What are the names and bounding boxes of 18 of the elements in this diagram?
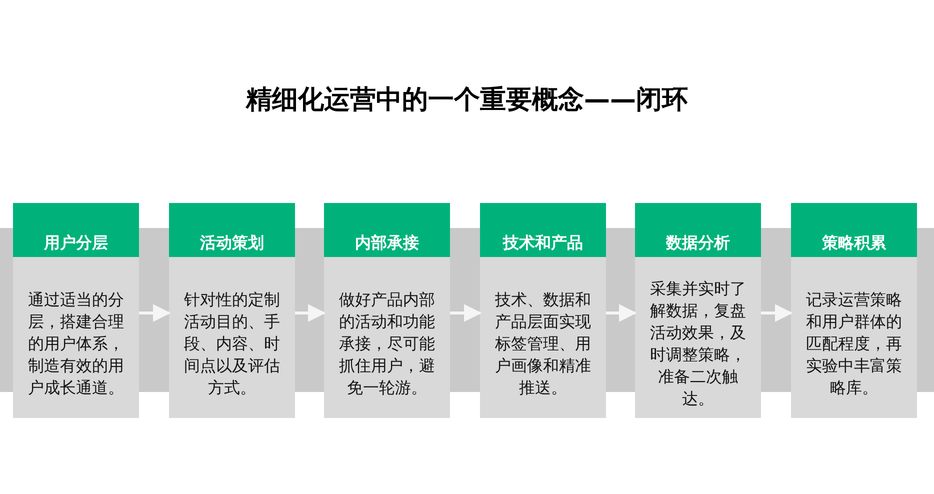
chevron-arrow xyxy=(295,304,326,322)
step-header: 数据分析 xyxy=(635,203,761,257)
chevron-arrow xyxy=(450,304,482,322)
chevron-arrow xyxy=(139,304,171,322)
step-description: 针对性的定制活动目的、手段、内容、时间点以及评估方式。 xyxy=(183,288,281,398)
chevron-arrow xyxy=(761,304,793,322)
step-description: 采集并实时了解数据，复盘活动效果，及时调整策略，准备二次触达。 xyxy=(649,278,747,410)
step-header: 活动策划 xyxy=(169,203,295,257)
step-description: 记录运营策略和用户群体的匹配程度，再实验中丰富策略库。 xyxy=(805,288,903,398)
title: 精细化运营中的一个重要概念——闭环 xyxy=(244,84,689,117)
step-description: 做好产品内部的活动和功能承接，尽可能抓住用户，避免一轮游。 xyxy=(338,288,436,398)
step-description: 通过适当的分层，搭建合理的用户体系，制造有效的用户成长通道。 xyxy=(27,288,125,398)
step-header: 内部承接 xyxy=(324,203,450,257)
chevron-arrow xyxy=(606,304,637,322)
step-header: 技术和产品 xyxy=(480,203,606,257)
step-header: 用户分层 xyxy=(13,203,139,257)
step-header: 策略积累 xyxy=(791,203,917,257)
step-description: 技术、数据和产品层面实现标签管理、用户画像和精准推送。 xyxy=(494,288,592,398)
